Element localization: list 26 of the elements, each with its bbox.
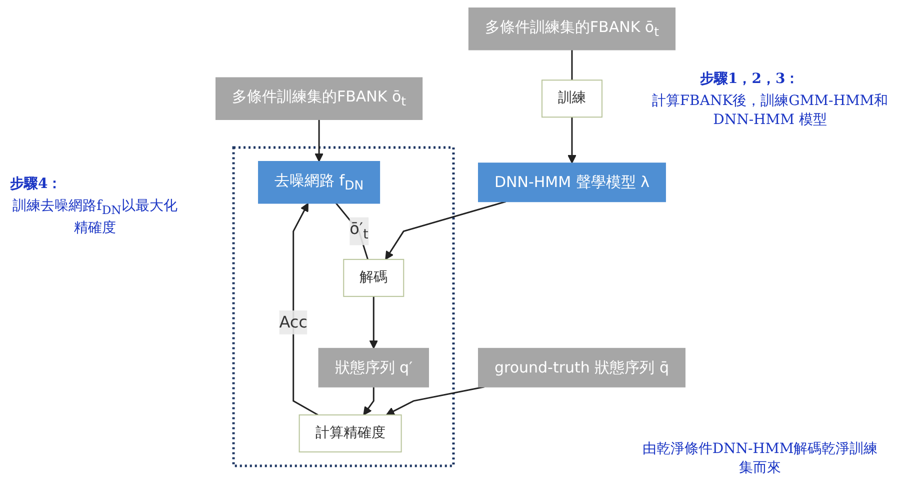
node-box: 多條件訓練集的FBANK ō$_{t}$	[215, 77, 422, 120]
arrow	[292, 202, 318, 416]
arrow	[567, 117, 576, 164]
arrow	[385, 386, 484, 416]
node-box: 計算精確度	[298, 414, 402, 452]
arrow	[314, 120, 323, 162]
step-heading: 步驟1，2，3：	[700, 70, 800, 89]
arrow	[368, 296, 378, 349]
step-note: 計算FBANK後，訓練GMM-HMM和DNN-HMM 模型	[650, 92, 890, 130]
arrow	[384, 200, 506, 260]
connector	[334, 202, 368, 260]
node-box: 去噪網路 f$_{DN}$	[258, 161, 380, 204]
edge-label: ō′$_{t}$	[349, 219, 368, 242]
connector	[570, 50, 572, 80]
node-box: 多條件訓練集的FBANK ō$_{t}$	[468, 8, 676, 50]
node-box: 狀態序列 q′	[318, 348, 428, 388]
cluster	[232, 146, 454, 468]
node-box: DNN-HMM 聲學模型 λ	[477, 162, 666, 202]
step-note: 由乾淨條件DNN-HMM解碼乾淨訓練集而來	[641, 440, 879, 478]
step-note: 訓練去噪網路f$_{DN}$以最大化精確度	[12, 197, 178, 238]
step-heading: 步驟4：	[10, 175, 62, 194]
arrow	[362, 386, 374, 416]
edge-label: Acc	[278, 312, 307, 332]
node-box: 解碼	[342, 258, 404, 297]
node-box: ground-truth 狀態序列 q̄	[477, 348, 685, 388]
node-box: 訓練	[540, 80, 602, 118]
